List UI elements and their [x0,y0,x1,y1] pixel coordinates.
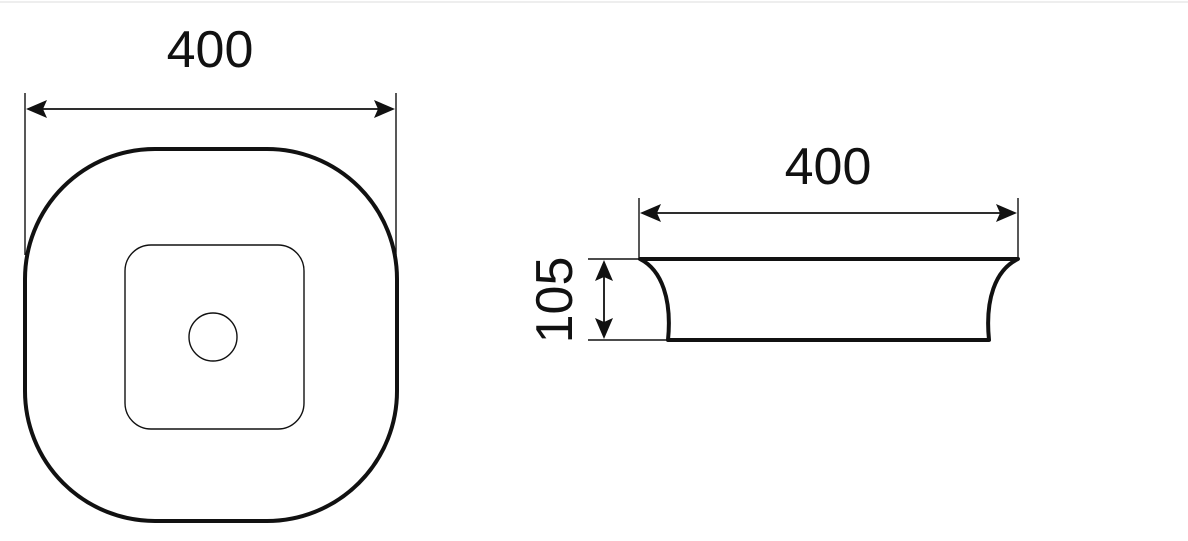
side-view-height-dimension: 105 [526,257,668,344]
basin-inner-bowl [124,244,305,430]
side-view-arrowhead-right [996,204,1017,222]
drain-hole [188,312,238,362]
basin-outer-rim [23,147,399,523]
side-view-width-label: 400 [785,138,872,196]
side-view-arrowhead-top [595,260,613,281]
side-view-arrowhead-bottom [595,318,613,339]
top-view-width-label: 400 [167,21,254,79]
top-view-arrowhead-right [374,100,395,118]
side-view-arrowhead-left [640,204,661,222]
top-view-width-dimension: 400 [24,21,397,255]
top-view: 400 [23,21,399,523]
side-view-height-label: 105 [526,257,584,344]
basin-side-profile [638,257,1020,342]
side-view: 400 105 [526,138,1020,344]
side-view-width-dimension: 400 [638,138,1019,258]
top-view-arrowhead-left [26,100,47,118]
